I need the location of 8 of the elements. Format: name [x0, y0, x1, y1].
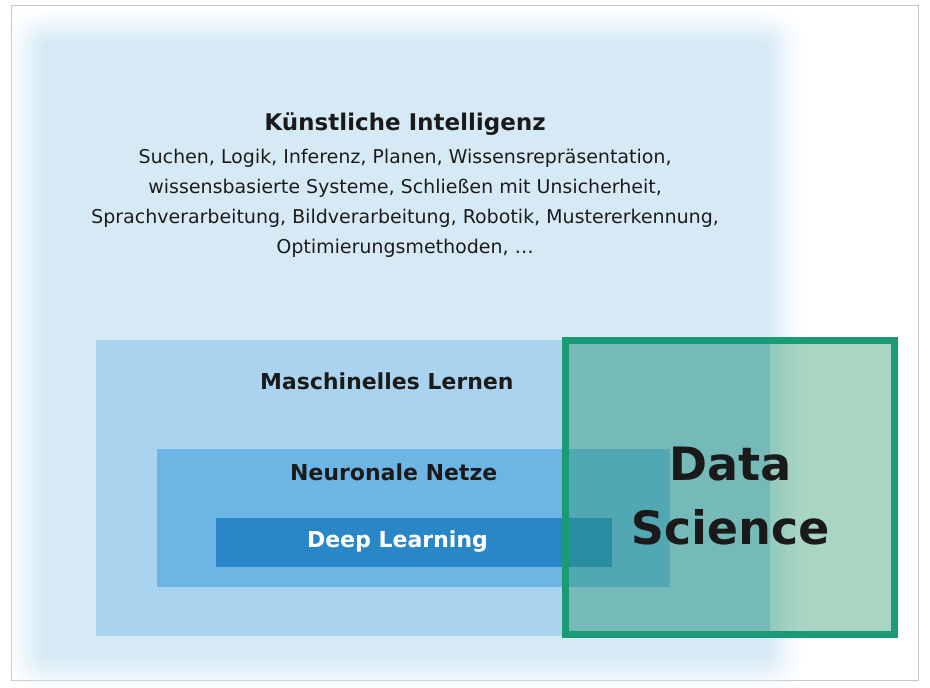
area-title: Data Science — [630, 436, 830, 558]
topic-list: Suchen, Logik, Inferenz, Planen, Wissensrepräsentation, wissensbasierte Systeme, Schließen mit Unsicherheit, Sprachverarbeitung, Bildverarbeitung, Robotik, Mustererkennung, Optimierungsmethoden, … — [62, 142, 748, 262]
area-title: Neuronale Netze — [290, 461, 498, 486]
area-title: Maschinelles Lernen — [260, 370, 514, 395]
deep-learning-bar — [216, 518, 612, 567]
area-title: Künstliche Intelligenz — [263, 110, 547, 136]
data-science-box — [562, 337, 898, 638]
area-title: Deep Learning — [307, 528, 488, 553]
